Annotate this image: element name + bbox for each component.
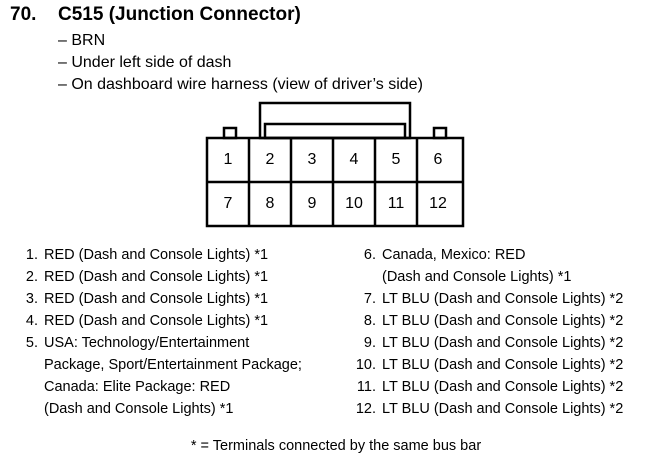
detail-color: – BRN [58,32,106,49]
terminal-description: RED (Dash and Console Lights) *1 [44,247,269,263]
section-number: 70. [10,4,37,25]
terminal-number: 8. [363,313,376,329]
terminal-label: 3 [307,151,317,168]
terminal-number: 7. [363,291,376,307]
terminal-number: 5. [25,335,38,351]
terminal-label: 12 [429,195,447,212]
terminal-number: 12. [355,401,376,417]
list-item: 7. LT BLU (Dash and Console Lights) *2 [352,288,668,310]
list-item: 5. USA: Technology/Entertainment Package,… [14,332,344,420]
list-item: 8. LT BLU (Dash and Console Lights) *2 [352,310,668,332]
list-item: 3. RED (Dash and Console Lights) *1 [14,288,344,310]
terminal-description: LT BLU (Dash and Console Lights) *2 [382,313,624,329]
terminal-list-left: 1. RED (Dash and Console Lights) *1 2. RED… [14,244,344,420]
terminal-label: 6 [433,151,443,168]
list-item: 1. RED (Dash and Console Lights) *1 [14,244,344,266]
terminal-description: RED (Dash and Console Lights) *1 [44,269,269,285]
terminal-description: LT BLU (Dash and Console Lights) *2 [382,401,624,417]
terminal-number: 10. [355,357,376,373]
page-title: 70. C515 (Junction Connector) [10,4,301,26]
terminal-number: 1. [25,247,38,263]
terminal-description: LT BLU (Dash and Console Lights) *2 [382,291,624,307]
terminal-label: 11 [387,195,405,212]
terminal-list-right: 6. Canada, Mexico: RED (Dash and Console … [352,244,668,420]
terminal-label: 2 [265,151,275,168]
terminal-label: 8 [265,195,275,212]
terminal-number: 6. [363,247,376,263]
detail-location: – Under left side of dash [58,54,232,71]
list-item: 12. LT BLU (Dash and Console Lights) *2 [352,398,668,420]
terminal-number: 3. [25,291,38,307]
terminal-label: 1 [223,151,233,168]
terminal-number: 11. [356,379,376,395]
list-item: 6. Canada, Mexico: RED (Dash and Console … [352,244,668,288]
connector-diagram: 1 2 3 4 5 6 7 8 9 10 11 12 [205,100,467,230]
terminal-description: USA: Technology/Entertainment Package, S… [44,335,302,417]
terminal-description: RED (Dash and Console Lights) *1 [44,313,269,329]
terminal-description: RED (Dash and Console Lights) *1 [44,291,269,307]
terminal-label: 10 [345,195,363,212]
terminal-label: 9 [307,195,317,212]
terminal-label: 4 [349,151,359,168]
terminal-number: 9. [363,335,376,351]
terminal-number: 4. [25,313,38,329]
connector-outline [205,101,465,228]
list-item: 2. RED (Dash and Console Lights) *1 [14,266,344,288]
terminal-label: 5 [391,151,401,168]
terminal-description: LT BLU (Dash and Console Lights) *2 [382,335,624,351]
footnote: * = Terminals connected by the same bus … [190,438,482,454]
terminal-description: LT BLU (Dash and Console Lights) *2 [382,379,624,395]
connector-details: – BRN – Under left side of dash – On das… [58,30,423,96]
terminal-number: 2. [25,269,38,285]
list-item: 11. LT BLU (Dash and Console Lights) *2 [352,376,668,398]
terminal-label: 7 [223,195,233,212]
list-item: 10. LT BLU (Dash and Console Lights) *2 [352,354,668,376]
connector-title: C515 (Junction Connector) [58,4,301,25]
terminal-description: Canada, Mexico: RED (Dash and Console Li… [382,247,572,285]
list-item: 4. RED (Dash and Console Lights) *1 [14,310,344,332]
detail-harness: – On dashboard wire harness (view of dri… [58,76,423,93]
terminal-description: LT BLU (Dash and Console Lights) *2 [382,357,624,373]
list-item: 9. LT BLU (Dash and Console Lights) *2 [352,332,668,354]
